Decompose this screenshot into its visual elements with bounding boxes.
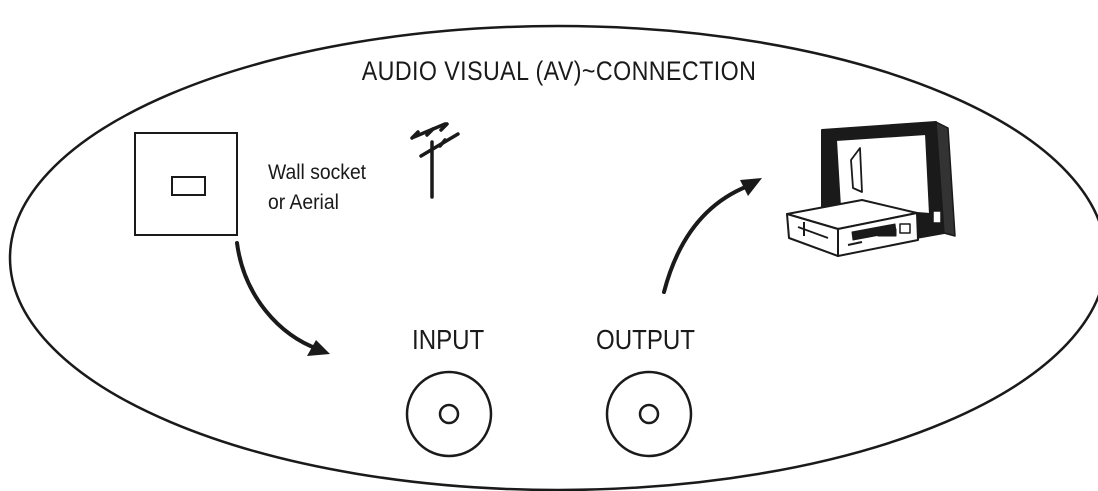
aerial-antenna-icon: [410, 122, 460, 199]
tv-vcr-icon: [786, 121, 956, 257]
output-label: OUTPUT: [596, 324, 695, 355]
wall-socket-label: Wall socket or Aerial: [268, 158, 366, 218]
wall-socket-label-line2: or Aerial: [268, 191, 339, 214]
wall-socket-label-line1: Wall socket: [268, 161, 367, 184]
arrow-to-input-icon: [235, 241, 330, 356]
outer-ellipse: [8, 24, 1098, 491]
arrow-to-tv-icon: [662, 178, 762, 294]
output-port-icon: [605, 370, 693, 458]
input-label: INPUT: [412, 324, 485, 355]
wall-socket-icon: [134, 132, 238, 236]
diagram-title: AUDIO VISUAL (AV)~CONNECTION: [361, 56, 757, 86]
input-port-icon: [405, 370, 493, 458]
